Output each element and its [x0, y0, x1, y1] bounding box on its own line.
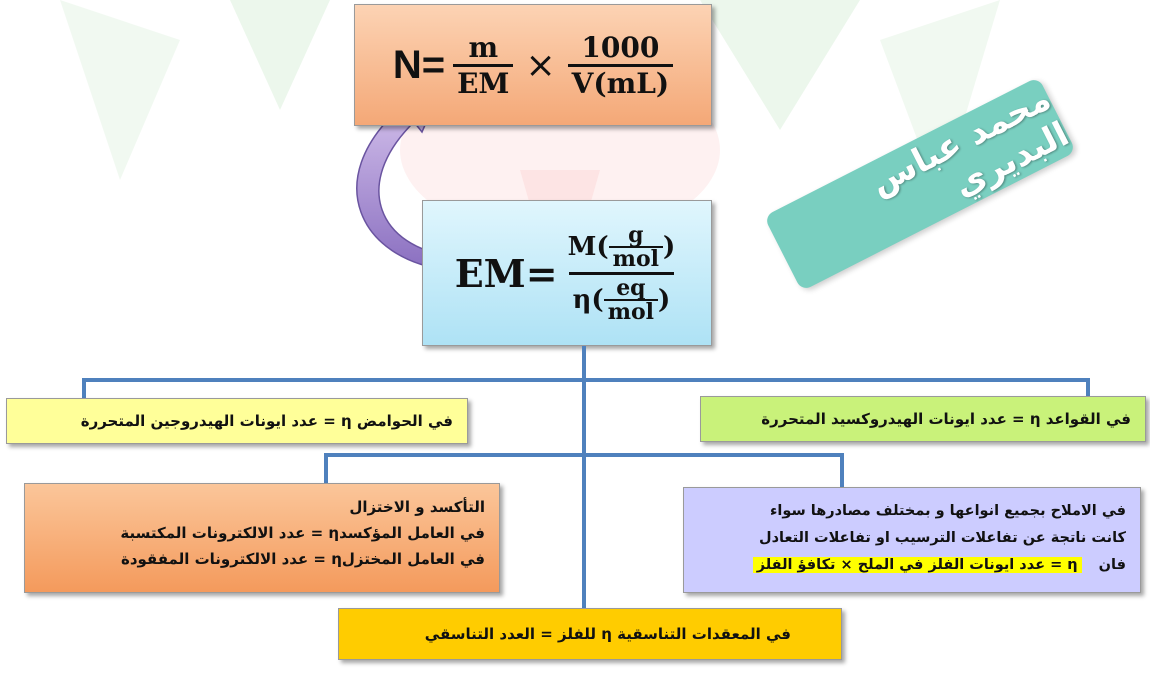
redox-title: التأكسد و الاختزال: [349, 498, 485, 516]
redox-reducing-agent: في العامل المختزلη = عدد الالكترونات الم…: [120, 550, 485, 568]
connector-right-drop-1: [1086, 378, 1090, 398]
formula-em-box: EM= M( g mol ) η( eq mol ): [422, 200, 712, 346]
em-num-suffix: ): [662, 231, 676, 262]
acids-box: في الحوامض η = عدد ايونات الهيدروجين الم…: [6, 398, 468, 444]
salts-line-1: في الاملاح بجميع انواعها و بمختلف مصادره…: [769, 503, 1126, 519]
em-den-prefix: η(: [572, 284, 604, 315]
em-num-sub-denominator: mol: [608, 245, 663, 270]
formula-n-frac2-denominator: V(mL): [567, 63, 674, 100]
formula-n-fraction-2: 1000 V(mL): [567, 30, 674, 100]
connector-trunk: [582, 346, 586, 608]
em-den-suffix: ): [658, 284, 671, 315]
em-den-subfraction: eq mol: [603, 274, 659, 323]
bases-text: في القواعد η = عدد ايونات الهيدروكسيد ال…: [761, 410, 1131, 428]
redox-box: التأكسد و الاختزال في العامل المؤكسدη = …: [24, 483, 500, 593]
formula-em-lhs: EM=: [454, 250, 558, 296]
connector-left-drop-2: [324, 453, 328, 483]
formula-em-denominator: η( eq mol ): [568, 271, 675, 323]
salts-highlight: η = عدد ايونات الفلز في الملح × تكافؤ ال…: [752, 557, 1082, 573]
formula-n-lhs: N=: [392, 42, 446, 87]
complexes-box: في المعقدات التناسقية η للفلز = العدد ال…: [338, 608, 842, 660]
formula-em-numerator: M( g mol ): [564, 224, 680, 272]
formula-n-frac1-numerator: m: [468, 30, 499, 64]
salts-line-2: كانت ناتجة عن تفاعلات الترسيب او تفاعلات…: [758, 530, 1126, 546]
formula-em-fraction: M( g mol ) η( eq mol ): [564, 224, 680, 323]
salts-line-3-prefix: فان: [1098, 557, 1126, 573]
em-den-sub-numerator: eq: [616, 274, 646, 301]
connector-right-drop-2: [840, 453, 844, 487]
salts-line-3: فان η = عدد ايونات الفلز في الملح × تكاف…: [698, 552, 1126, 579]
redox-oxidizing-agent: في العامل المؤكسدη = عدد الالكترونات الم…: [120, 524, 485, 542]
times-symbol: ×: [525, 44, 556, 86]
formula-n-fraction-1: m EM: [453, 30, 514, 100]
complexes-text: في المعقدات التناسقية η للفلز = العدد ال…: [424, 625, 791, 643]
em-num-prefix: M(: [567, 231, 609, 262]
connector-mid-bar: [324, 453, 844, 457]
formula-n-frac1-denominator: EM: [453, 63, 514, 100]
em-num-subfraction: g mol: [608, 221, 663, 270]
connector-left-drop-1: [82, 378, 86, 398]
bases-box: في القواعد η = عدد ايونات الهيدروكسيد ال…: [700, 396, 1146, 442]
formula-n-box: N= m EM × 1000 V(mL): [354, 4, 712, 126]
em-den-sub-denominator: mol: [603, 298, 659, 323]
salts-box: في الاملاح بجميع انواعها و بمختلف مصادره…: [683, 487, 1141, 593]
acids-text: في الحوامض η = عدد ايونات الهيدروجين الم…: [80, 412, 453, 430]
em-num-sub-numerator: g: [628, 221, 644, 248]
formula-n-frac2-numerator: 1000: [581, 30, 660, 64]
connector-top-bar: [82, 378, 1090, 382]
